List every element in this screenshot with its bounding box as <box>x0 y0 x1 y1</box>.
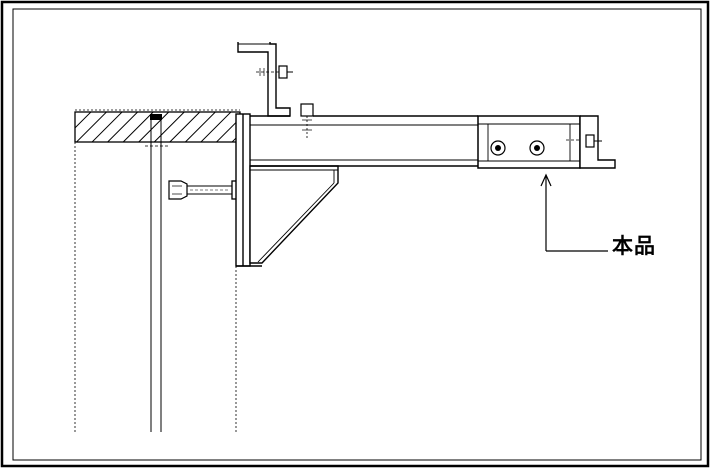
end-angle-clip <box>579 115 616 169</box>
product-connector <box>477 115 588 169</box>
vertical-bolt-head <box>300 103 314 117</box>
bracket-bolt <box>278 65 288 79</box>
end-clip-bolt <box>585 134 595 148</box>
channel-beam <box>250 115 478 167</box>
top-angle-bracket <box>237 42 314 138</box>
connector-bolt-right <box>529 140 545 156</box>
product-label: 本品 <box>612 234 656 258</box>
connector-bolt-left <box>490 140 506 156</box>
gusset-bracket <box>249 165 339 264</box>
callout-leader <box>540 173 608 252</box>
wall-structure <box>74 109 241 432</box>
